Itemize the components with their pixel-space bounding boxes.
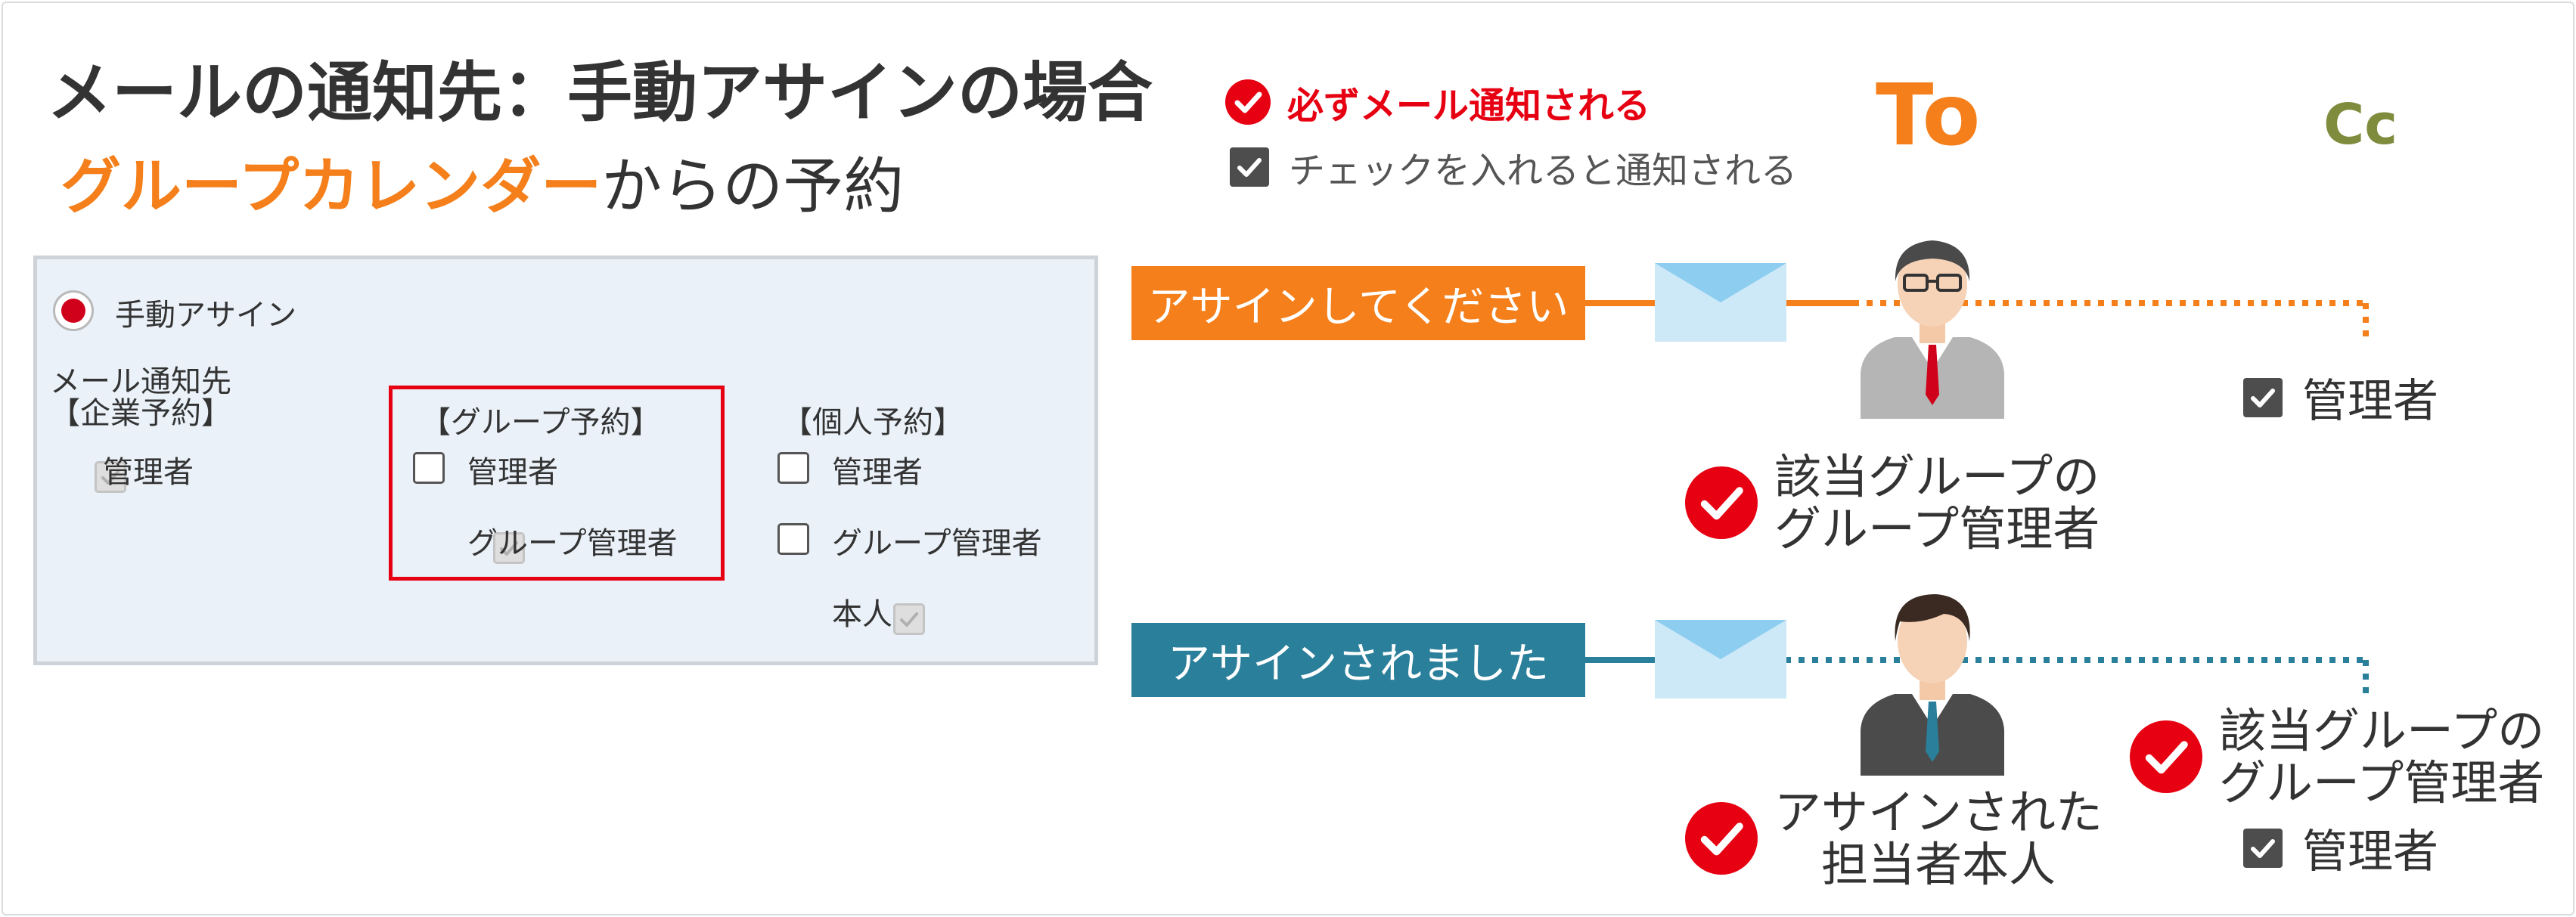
personal-groupadmin-checkbox[interactable] [777,523,809,555]
mail-envelope-icon [1655,620,1786,699]
to-group-admin-line2: グループ管理者 [1774,501,2100,557]
cc-column-header: Cc [2323,92,2398,157]
personal-self-checkbox [893,603,926,635]
personal-reservation-header: 【個人予約】 [782,405,964,440]
required-check-icon [1685,466,1758,540]
group-admin-label: 管理者 [467,455,558,490]
notify-target-label: メール通知先【企業予約】 [50,366,231,429]
cc-admin-label-2: 管理者 [2302,826,2438,878]
page-subtitle: グループカレンダーからの予約 [61,138,904,225]
mail-envelope-icon [1655,263,1786,342]
manual-assign-radio[interactable] [53,290,94,331]
to-assignee-line2: 担当者本人 [1821,837,2056,893]
legend-required-label: 必ずメール通知される [1287,85,1651,127]
legend-required: 必ずメール通知される [1225,76,1650,129]
cc-admin-row-1: 管理者 [2243,364,2438,430]
notify-settings-panel [33,256,1098,665]
required-check-icon [1225,79,1271,125]
to-group-admin: 該当グループのグループ管理者 [1685,451,2100,556]
assignee-avatar-icon [1861,594,2004,776]
group-reservation-highlight [389,386,725,581]
group-admin-avatar-icon [1861,240,2004,419]
personal-admin-label: 管理者 [832,455,923,490]
cc-group-admin-line1: 該当グループの [2219,703,2545,758]
personal-self-label: 本人 [832,597,892,632]
to-assignee-label: アサインされた担当者本人 [1774,786,2103,891]
page-title: メールの通知先：手動アサインの場合 [47,55,1153,131]
assign-request-banner: アサインしてください [1131,266,1585,340]
corporate-admin-label: 管理者 [103,455,194,490]
cc-admin-label-1: 管理者 [2302,375,2438,428]
notify-target-label-line1: メール通知先 [50,364,231,399]
to-column-header: To [1876,67,1981,165]
checkbox-check-icon [2243,828,2283,868]
checkbox-check-icon [2243,377,2283,417]
subtitle-highlight: グループカレンダー [61,151,602,222]
required-check-icon [1685,802,1758,875]
personal-admin-checkbox[interactable] [777,452,809,484]
cc-admin-row-2: 管理者 [2243,815,2438,881]
personal-groupadmin-label: グループ管理者 [832,526,1042,561]
group-groupadmin-label: グループ管理者 [467,526,678,561]
legend-checkbox: チェックを入れると通知される [1230,141,1797,194]
cc-group-admin-label: 該当グループのグループ管理者 [2219,705,2544,810]
corporate-admin-checkbox [95,461,127,493]
to-assignee: アサインされた担当者本人 [1685,786,2103,891]
to-group-admin-label: 該当グループのグループ管理者 [1774,451,2100,556]
cc-group-admin-line2: グループ管理者 [2219,755,2545,811]
notify-target-label-line2: 【企業予約】 [50,396,231,431]
group-groupadmin-checkbox [493,532,526,564]
group-reservation-header: 【グループ予約】 [421,405,661,440]
cc-group-admin: 該当グループのグループ管理者 [2130,705,2544,810]
subtitle-rest: からの予約 [601,151,905,222]
to-assignee-line1: アサインされた [1774,785,2103,840]
assigned-banner: アサインされました [1131,623,1585,697]
legend-checkbox-label: チェックを入れると通知される [1289,150,1798,192]
to-group-admin-line1: 該当グループの [1774,449,2100,504]
group-admin-checkbox[interactable] [413,452,445,484]
required-check-icon [2130,720,2202,794]
manual-assign-label: 手動アサイン [115,298,296,333]
checkbox-check-icon [1230,147,1269,187]
